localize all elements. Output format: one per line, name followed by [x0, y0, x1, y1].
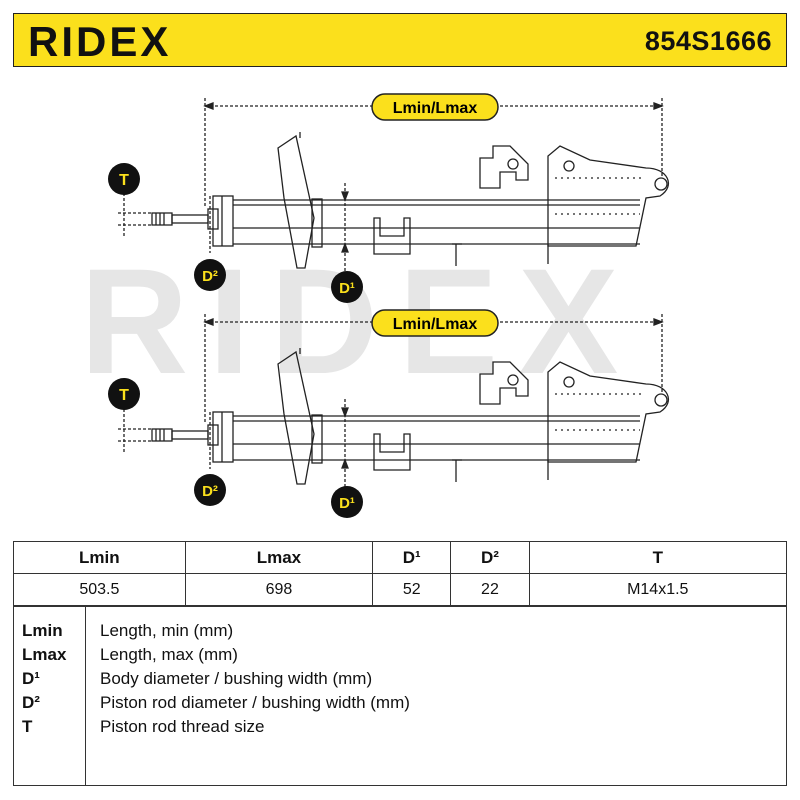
value-d1: 52	[372, 573, 452, 606]
legend-row: T Piston rod thread size	[14, 717, 788, 741]
header-d2: D²	[450, 541, 530, 574]
label-thread-bottom: T	[108, 378, 140, 410]
label-length-top: Lmin/Lmax	[371, 93, 499, 121]
svg-text:D²: D²	[202, 483, 218, 500]
legend-row: D² Piston rod diameter / bushing width (…	[14, 693, 788, 717]
legend-code: Lmax	[22, 645, 67, 664]
strut-bottom	[118, 314, 670, 489]
label-d2-top: D²	[194, 259, 226, 291]
spec-header-row: Lmin Lmax D¹ D² T	[13, 541, 788, 574]
svg-text:D¹: D¹	[339, 280, 355, 297]
ridex-logo: RIDEX	[28, 18, 171, 64]
legend-code: T	[22, 717, 33, 736]
header-lmin: Lmin	[13, 541, 186, 574]
legend-code: D²	[22, 693, 40, 712]
value-lmin: 503.5	[13, 573, 186, 606]
spec-table: Lmin Lmax D¹ D² T 503.5 698 52 22 M14x1.…	[13, 541, 788, 606]
legend-desc: Piston rod thread size	[100, 717, 265, 736]
label-d1-top: D¹	[331, 271, 363, 303]
svg-text:D²: D²	[202, 268, 218, 285]
label-d1-bottom: D¹	[331, 486, 363, 518]
svg-text:Lmin/Lmax: Lmin/Lmax	[393, 100, 478, 117]
legend-desc: Piston rod diameter / bushing width (mm)	[100, 693, 410, 712]
header-bar: RIDEX 854S1666	[13, 13, 787, 67]
header-lmax: Lmax	[184, 541, 374, 574]
label-d2-bottom: D²	[194, 474, 226, 506]
value-t: M14x1.5	[528, 573, 788, 606]
shock-absorber-drawing: RIDEX	[80, 93, 670, 518]
svg-text:T: T	[119, 387, 129, 404]
legend-divider	[85, 607, 86, 785]
value-lmax: 698	[184, 573, 374, 606]
svg-text:T: T	[119, 172, 129, 189]
watermark-text: RIDEX	[80, 237, 638, 405]
legend-desc: Length, min (mm)	[100, 621, 234, 640]
value-d2: 22	[450, 573, 530, 606]
part-number: 854S1666	[644, 26, 772, 56]
legend-row: Lmin Length, min (mm)	[14, 621, 788, 645]
label-length-bottom: Lmin/Lmax	[371, 309, 499, 337]
header-t: T	[528, 541, 788, 574]
svg-text:D¹: D¹	[339, 495, 355, 512]
legend-code: Lmin	[22, 621, 63, 640]
strut-top	[118, 98, 670, 273]
legend-desc: Length, max (mm)	[100, 645, 238, 664]
legend-row: D¹ Body diameter / bushing width (mm)	[14, 669, 788, 693]
label-thread-top: T	[108, 163, 140, 195]
legend-box: Lmin Length, min (mm) Lmax Length, max (…	[13, 606, 787, 786]
header-d1: D¹	[372, 541, 452, 574]
spec-value-row: 503.5 698 52 22 M14x1.5	[13, 573, 788, 606]
legend-desc: Body diameter / bushing width (mm)	[100, 669, 373, 688]
legend-code: D¹	[22, 669, 40, 688]
legend-row: Lmax Length, max (mm)	[14, 645, 788, 669]
logo-text: RIDEX	[28, 18, 171, 64]
svg-text:Lmin/Lmax: Lmin/Lmax	[393, 316, 478, 333]
